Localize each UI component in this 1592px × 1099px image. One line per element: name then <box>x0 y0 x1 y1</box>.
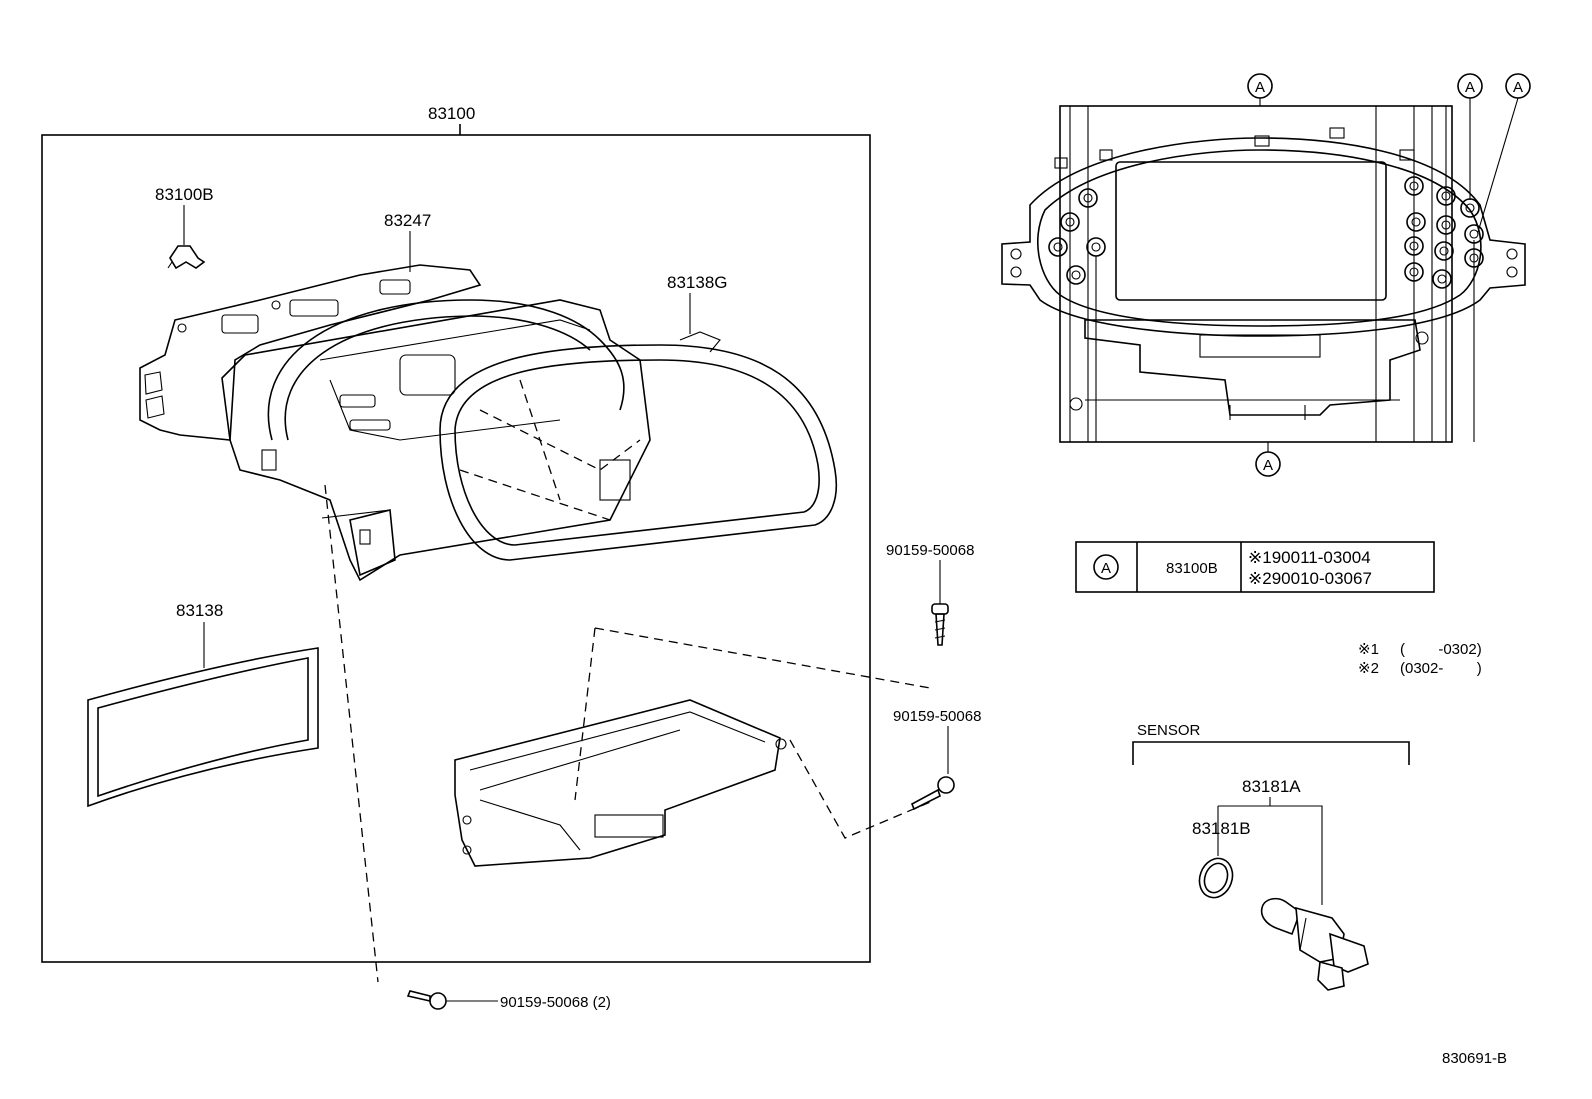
callout-a-top: A <box>1247 73 1273 106</box>
label-83100B: 83100B <box>155 185 214 204</box>
table-part: 83100B <box>1166 560 1218 577</box>
glass-83138: 83138 <box>87 601 319 808</box>
detail-box <box>1059 105 1453 443</box>
svg-text:A: A <box>1263 457 1273 474</box>
screw-icon <box>931 603 949 615</box>
sensor-icon <box>1260 897 1369 991</box>
assembly-box <box>41 134 871 963</box>
bolt-holes <box>1048 176 1484 289</box>
note1-mark: ※1 <box>1358 641 1379 658</box>
callout-a-right2: A <box>1477 73 1531 233</box>
label-83181A: 83181A <box>1242 777 1301 796</box>
screw-bottom: 90159-50068 (2) <box>406 990 611 1011</box>
part-table: A 83100B ※190011-03004 ※290010-03067 <box>1075 541 1435 593</box>
label-83138G: 83138G <box>667 273 728 292</box>
screw-top: 90159-50068 <box>886 542 974 646</box>
meter-unit <box>454 699 787 867</box>
label-screw-bottom: 90159-50068 (2) <box>500 994 611 1011</box>
screw-icon <box>429 992 447 1010</box>
svg-text:A: A <box>1255 79 1265 96</box>
notes: ※1 ( -0302) ※2 (0302- ) <box>1358 641 1482 677</box>
clip-83100B: 83100B <box>155 185 214 270</box>
svg-text:A: A <box>1465 79 1475 96</box>
callout-a-bottom: A <box>1255 442 1281 477</box>
label-screw-top: 90159-50068 <box>886 542 974 559</box>
note2-value: (0302- ) <box>1400 660 1482 677</box>
label-83181B: 83181B <box>1192 819 1251 838</box>
drawing-number: 830691-B <box>1442 1050 1507 1067</box>
label-83138: 83138 <box>176 601 223 620</box>
callout-a-right1: A <box>1457 73 1483 200</box>
table-row2: ※290010-03067 <box>1248 569 1372 588</box>
clip-icon <box>169 245 206 270</box>
leader-lines <box>324 484 936 983</box>
oring-icon <box>1198 857 1234 899</box>
ring-83138G: 83138G <box>267 273 838 561</box>
housing-83247: 83247 <box>139 211 651 582</box>
table-symbol: A <box>1101 560 1111 577</box>
label-83100: 83100 <box>428 104 475 123</box>
svg-text:A: A <box>1513 79 1523 96</box>
table-row1: ※190011-03004 <box>1248 548 1371 567</box>
detail-leaders <box>1069 106 1475 442</box>
note2-mark: ※2 <box>1358 660 1379 677</box>
assembly-group: 83100 <box>41 104 871 963</box>
label-screw-mid: 90159-50068 <box>893 708 981 725</box>
sensor-group: SENSOR 83181A 83181B <box>1132 722 1410 991</box>
screw-mid: 90159-50068 <box>893 708 981 811</box>
detail-view: A A A A <box>1001 73 1531 477</box>
label-sensor-group: SENSOR <box>1137 722 1201 739</box>
screw-icon <box>937 776 955 794</box>
label-83247: 83247 <box>384 211 431 230</box>
note1-value: ( -0302) <box>1400 641 1482 658</box>
